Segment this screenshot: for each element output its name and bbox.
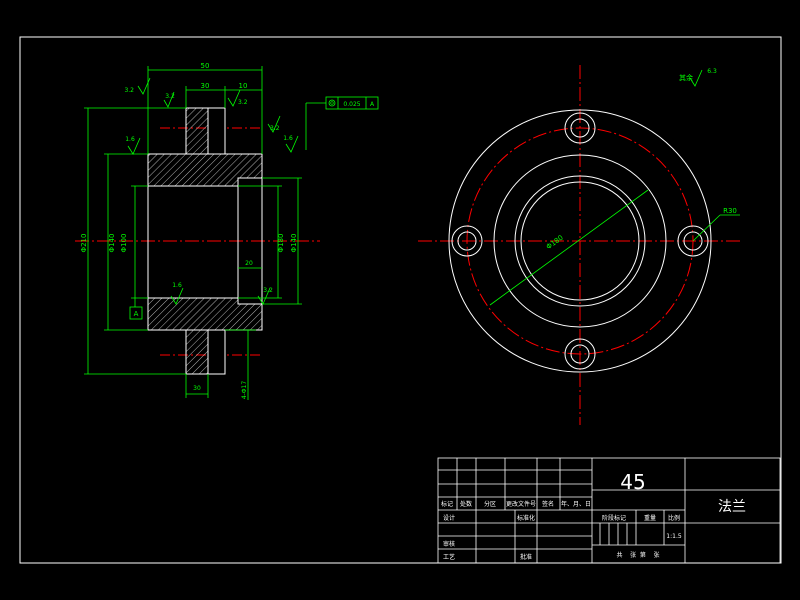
bolt-hole-left xyxy=(451,225,483,257)
part-name: 法兰 xyxy=(718,499,746,515)
dim-step: 20 xyxy=(245,260,253,267)
weight-label: 重量 xyxy=(644,514,656,522)
title-block xyxy=(437,457,781,564)
header-date: 年、月、日 xyxy=(561,500,591,508)
sheet-text: 共 张 第 张 xyxy=(616,551,659,559)
header-zone: 分区 xyxy=(484,500,496,508)
recess-circle xyxy=(514,175,646,307)
roughness-symbols xyxy=(127,69,703,305)
upper-wall-section xyxy=(147,153,263,187)
upper-bolt-hole xyxy=(207,107,226,155)
left-dimensions xyxy=(84,107,302,375)
approve-label: 批准 xyxy=(520,553,532,561)
dim-bottom: 30 xyxy=(193,385,201,392)
standardize-label: 标准化 xyxy=(517,514,535,522)
roughness-top-left: 3.2 xyxy=(124,87,134,94)
dim-bore-a: Φ140 xyxy=(108,234,116,253)
datum-marker xyxy=(129,298,143,320)
bolt-hole-top xyxy=(564,112,596,144)
roughness-others-label: 其余 xyxy=(679,73,693,82)
roughness-top-right: 3.2 xyxy=(238,99,248,106)
roughness-top-mid: 3.2 xyxy=(165,93,175,100)
dim-right-a: Φ180 xyxy=(277,234,285,253)
header-mark: 标记 xyxy=(441,500,453,508)
dim-top-right: 10 xyxy=(239,82,248,90)
review-label: 审核 xyxy=(443,540,455,548)
lower-wall-section xyxy=(147,297,263,331)
title-header-row: 标记 处数 分区 更改文件号 签名 年、月、日 xyxy=(441,500,591,508)
outer-circle xyxy=(448,109,712,373)
dim-left-flange: Φ210 xyxy=(80,234,88,253)
datum-label: A xyxy=(134,310,139,318)
dim-hole-r: R30 xyxy=(723,207,737,215)
r-leader xyxy=(692,214,721,242)
lower-bolt-hole xyxy=(207,329,226,375)
hub-circle xyxy=(493,154,667,328)
roughness-inner: 1.6 xyxy=(172,282,182,289)
header-change-doc: 更改文件号 xyxy=(506,500,536,508)
bore-circle xyxy=(520,181,640,301)
roughness-right-tol: 1.6 xyxy=(283,135,293,142)
top-dimensions xyxy=(147,66,263,154)
dim-holes: 4-Φ17 xyxy=(241,381,248,400)
header-signature: 签名 xyxy=(542,500,554,508)
scale-label: 比例 xyxy=(668,514,680,522)
roughness-upper-right: 3.2 xyxy=(270,125,280,132)
bottom-dimensions xyxy=(185,329,256,400)
section-view: 50 30 10 3.2 3.2 3.2 1.6 3.2 1.6 xyxy=(75,62,703,400)
scale-value: 1:1.5 xyxy=(666,533,682,540)
roughness-upper-left: 1.6 xyxy=(125,136,135,143)
bolt-hole-bottom xyxy=(564,338,596,370)
drawing-border xyxy=(19,36,782,564)
dim-pcd: Φ180 xyxy=(545,234,565,252)
dim-bore-b: Φ100 xyxy=(120,234,128,253)
design-label: 设计 xyxy=(443,514,455,522)
roughness-lower-right: 3.2 xyxy=(263,287,273,294)
pcd-dimension-line xyxy=(489,189,649,306)
process-label: 工艺 xyxy=(443,553,455,561)
tolerance-datum: A xyxy=(370,101,375,108)
header-count: 处数 xyxy=(460,500,472,508)
bolt-hole-right xyxy=(677,225,709,257)
dim-top-left: 30 xyxy=(201,82,210,90)
roughness-others-value: 6.3 xyxy=(707,68,717,75)
front-view: Φ180 R30 其余 6.3 xyxy=(418,65,740,425)
stage-label: 阶段标记 xyxy=(602,514,626,522)
dim-top-overall: 50 xyxy=(201,62,210,70)
material: 45 xyxy=(620,470,645,494)
tolerance-frame xyxy=(305,96,379,150)
dim-right-b: Φ140 xyxy=(290,234,298,253)
tolerance-value: 0.025 xyxy=(343,101,360,108)
